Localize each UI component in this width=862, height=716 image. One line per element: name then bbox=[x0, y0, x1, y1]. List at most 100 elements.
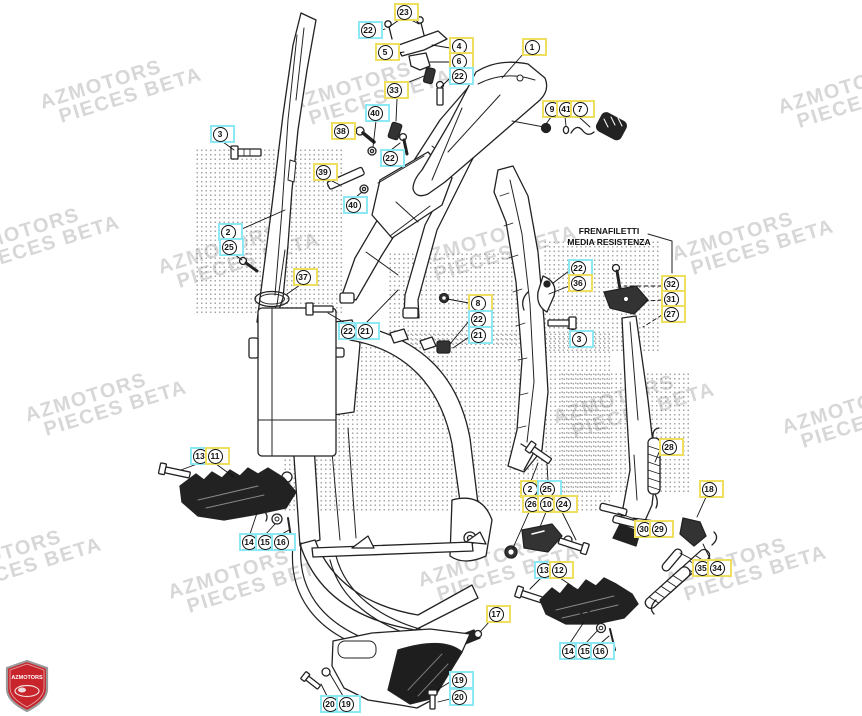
callout-10[interactable]: 10 bbox=[537, 495, 555, 513]
callout-number: 32 bbox=[663, 276, 679, 292]
part-small-fasteners bbox=[238, 256, 552, 465]
callout-number: 33 bbox=[386, 82, 402, 98]
callout-22[interactable]: 22 bbox=[468, 310, 493, 328]
callout-41[interactable]: 41 bbox=[556, 100, 574, 118]
callout-number: 3 bbox=[571, 331, 587, 347]
callout-number: 40 bbox=[345, 197, 361, 213]
bracket-18 bbox=[679, 517, 707, 547]
callout-22[interactable]: 22 bbox=[380, 149, 405, 167]
callout-number: 40 bbox=[367, 105, 383, 121]
callout-18[interactable]: 18 bbox=[699, 480, 724, 498]
callout-17[interactable]: 17 bbox=[486, 605, 511, 623]
callout-36[interactable]: 36 bbox=[568, 274, 593, 292]
callout-number: 38 bbox=[333, 123, 349, 139]
callout-19[interactable]: 19 bbox=[336, 695, 361, 713]
callout-number: 22 bbox=[470, 311, 486, 327]
callout-number: 22 bbox=[451, 68, 467, 84]
callout-number: 17 bbox=[488, 606, 504, 622]
note-line-2: MEDIA RESISTENZA bbox=[567, 237, 650, 247]
callout-7[interactable]: 7 bbox=[570, 100, 595, 118]
callout-number: 8 bbox=[470, 295, 486, 311]
callout-20[interactable]: 20 bbox=[449, 688, 474, 706]
callout-14[interactable]: 14 bbox=[239, 533, 257, 551]
callout-21[interactable]: 21 bbox=[468, 326, 493, 344]
callout-number: 1 bbox=[524, 39, 540, 55]
callout-22[interactable]: 22 bbox=[358, 21, 383, 39]
part-kickstand bbox=[599, 263, 718, 615]
callout-number: 28 bbox=[661, 439, 677, 455]
part-oring-37 bbox=[254, 290, 290, 308]
spring-28 bbox=[647, 427, 661, 509]
callout-29[interactable]: 29 bbox=[649, 520, 674, 538]
callout-27[interactable]: 27 bbox=[661, 305, 686, 323]
callout-20[interactable]: 20 bbox=[320, 695, 338, 713]
callout-24[interactable]: 24 bbox=[553, 495, 578, 513]
callout-22[interactable]: 22 bbox=[338, 322, 356, 340]
callout-26[interactable]: 26 bbox=[522, 495, 540, 513]
callout-6[interactable]: 6 bbox=[449, 52, 474, 70]
callout-33[interactable]: 33 bbox=[384, 81, 409, 99]
callout-number: 13 bbox=[192, 448, 208, 464]
callout-40[interactable]: 40 bbox=[365, 104, 390, 122]
callout-3[interactable]: 3 bbox=[569, 330, 594, 348]
part-footpeg-right bbox=[514, 577, 639, 651]
callout-number: 3 bbox=[212, 126, 228, 142]
callout-14[interactable]: 14 bbox=[559, 642, 577, 660]
callout-1[interactable]: 1 bbox=[522, 38, 547, 56]
part-right-side-panel bbox=[493, 165, 549, 473]
callout-number: 25 bbox=[221, 239, 237, 255]
callout-5[interactable]: 5 bbox=[375, 43, 400, 61]
callout-number: 29 bbox=[651, 521, 667, 537]
callout-number: 14 bbox=[561, 643, 577, 659]
callout-34[interactable]: 34 bbox=[707, 559, 732, 577]
part-bolt bbox=[547, 316, 577, 330]
part-pedal-bracket bbox=[504, 523, 590, 559]
callout-16[interactable]: 16 bbox=[590, 642, 615, 660]
callout-number: 36 bbox=[570, 275, 586, 291]
callout-22[interactable]: 22 bbox=[449, 67, 474, 85]
callout-8[interactable]: 8 bbox=[468, 294, 493, 312]
callout-13[interactable]: 13 bbox=[534, 561, 552, 579]
callout-25[interactable]: 25 bbox=[537, 480, 562, 498]
spring-small bbox=[661, 548, 683, 572]
callout-number: 12 bbox=[551, 562, 567, 578]
callout-number: 19 bbox=[451, 672, 467, 688]
part-brake-lever bbox=[522, 275, 556, 313]
callout-number: 18 bbox=[701, 481, 717, 497]
callout-38[interactable]: 38 bbox=[331, 122, 356, 140]
callout-number: 37 bbox=[295, 269, 311, 285]
part-top-bracket bbox=[326, 16, 448, 194]
callout-number: 24 bbox=[555, 496, 571, 512]
logo-azmotors: AZMOTORS bbox=[5, 659, 49, 713]
callout-number: 39 bbox=[315, 164, 331, 180]
callout-number: 27 bbox=[663, 306, 679, 322]
callout-21[interactable]: 21 bbox=[355, 322, 380, 340]
callout-37[interactable]: 37 bbox=[293, 268, 318, 286]
callout-number: 13 bbox=[536, 562, 552, 578]
callout-number: 11 bbox=[207, 448, 223, 464]
callout-23[interactable]: 23 bbox=[394, 3, 419, 21]
callout-number: 21 bbox=[470, 327, 486, 343]
callout-39[interactable]: 39 bbox=[313, 163, 338, 181]
callout-number: 22 bbox=[382, 150, 398, 166]
callout-4[interactable]: 4 bbox=[449, 37, 474, 55]
callout-number: 25 bbox=[539, 481, 555, 497]
callout-19[interactable]: 19 bbox=[449, 671, 474, 689]
callout-number: 16 bbox=[273, 534, 289, 550]
callout-32[interactable]: 32 bbox=[661, 275, 686, 293]
callout-3[interactable]: 3 bbox=[210, 125, 235, 143]
part-skid-plate bbox=[300, 628, 483, 710]
callout-28[interactable]: 28 bbox=[659, 438, 684, 456]
callout-number: 15 bbox=[257, 534, 273, 550]
callout-number: 21 bbox=[357, 323, 373, 339]
callout-15[interactable]: 15 bbox=[255, 533, 273, 551]
callout-16[interactable]: 16 bbox=[271, 533, 296, 551]
callout-25[interactable]: 25 bbox=[219, 238, 244, 256]
callout-11[interactable]: 11 bbox=[205, 447, 230, 465]
callout-12[interactable]: 12 bbox=[549, 561, 574, 579]
callout-number: 16 bbox=[592, 643, 608, 659]
note-frenafiletti: FRENAFILETTI MEDIA RESISTENZA bbox=[567, 226, 673, 274]
callout-40[interactable]: 40 bbox=[343, 196, 368, 214]
